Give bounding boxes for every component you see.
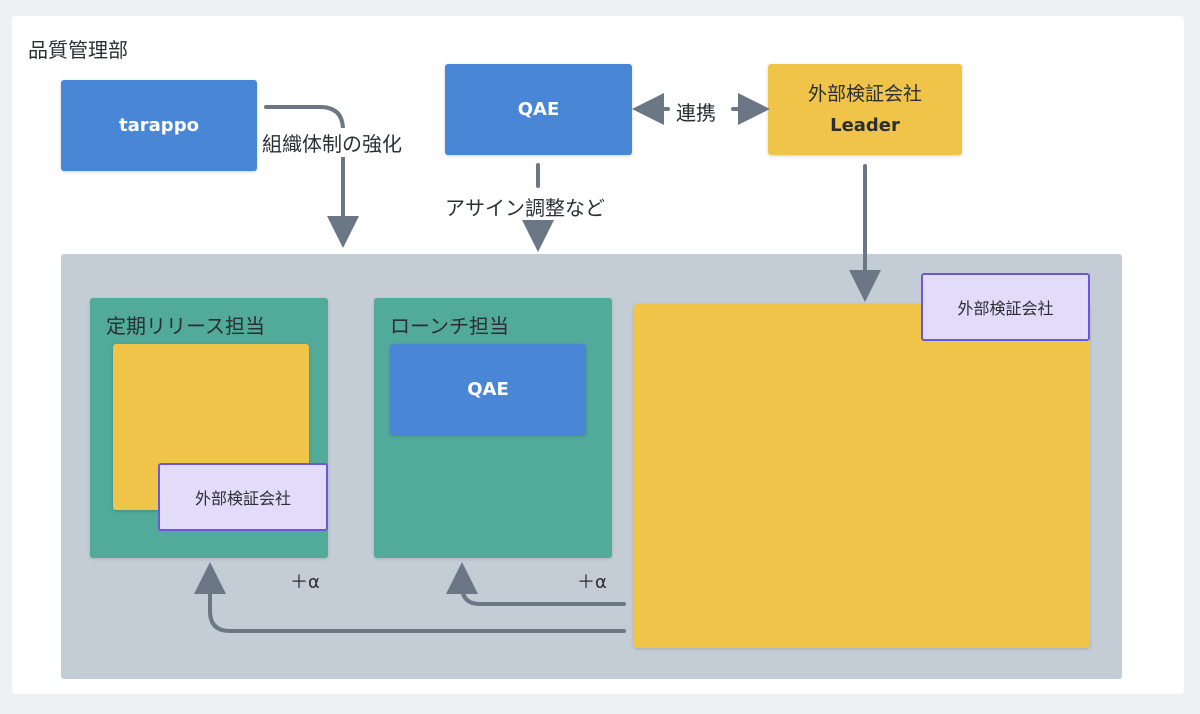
external-leader-box: 外部検証会社 Leader [768, 64, 962, 155]
tarappo-box: tarappo [61, 80, 257, 171]
team-regular-release-title: 定期リリース担当 [106, 314, 265, 338]
external-pool-block [634, 304, 1090, 648]
regular-release-vendor-tag: 外部検証会社 [158, 463, 328, 531]
launch-extra-label: ＋α [577, 572, 607, 593]
qae-top-box: QAE [445, 64, 632, 155]
external-pool-vendor-tag: 外部検証会社 [921, 273, 1090, 341]
department-title: 品質管理部 [28, 38, 128, 62]
team-launch-title: ローンチ担当 [390, 314, 509, 338]
label-collaborate: 連携 [676, 101, 716, 125]
external-leader-company: 外部検証会社 [807, 82, 922, 105]
external-leader-role: Leader [830, 114, 900, 136]
regular-release-extra-label: ＋α [290, 572, 320, 593]
launch-qae-box: QAE [390, 344, 586, 435]
label-strengthen: 組織体制の強化 [262, 128, 402, 157]
label-assign: アサイン調整など [445, 196, 605, 220]
